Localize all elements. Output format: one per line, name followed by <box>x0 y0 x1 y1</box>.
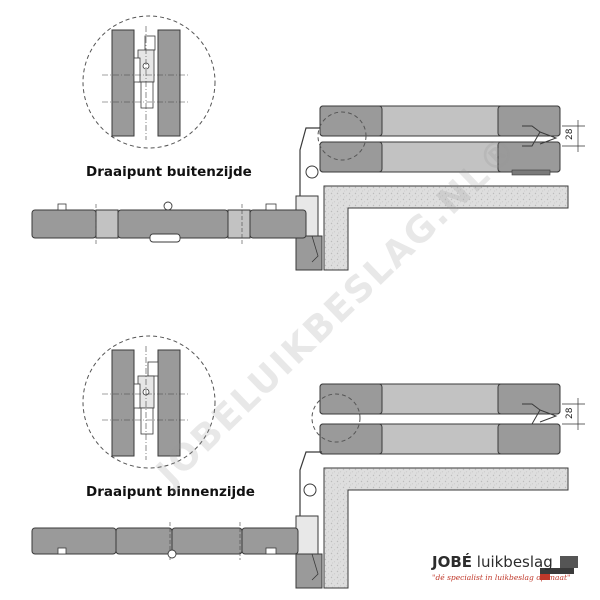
bottom-hinge-assembly <box>295 451 322 555</box>
bottom-zoom-circle <box>82 335 216 469</box>
top-dimension-label: 28 <box>565 128 575 140</box>
top-zoom-circle <box>82 15 216 149</box>
brand-name-rest: luikbeslag <box>472 553 553 571</box>
brand-tagline: "dé specialist in luikbeslag op maat" <box>432 573 570 582</box>
brand-tagline-right: op maat" <box>536 573 571 582</box>
bottom-closed-shutters <box>311 383 561 455</box>
caption-top: Draaipunt buitenzijde <box>86 164 252 180</box>
bottom-detail: 28 <box>31 335 585 589</box>
top-closed-shutters <box>317 105 561 176</box>
brand-name: JOBÉ luikbeslag <box>432 553 553 571</box>
brand-mark-icon <box>540 556 578 580</box>
bottom-wall <box>295 467 569 589</box>
bottom-dimension-label: 28 <box>565 407 575 419</box>
top-dimension: 28 <box>562 120 585 152</box>
brand-name-bold: JOBÉ <box>432 553 473 571</box>
brand-logo: JOBÉ luikbeslag "dé specialist in luikbe… <box>432 553 600 599</box>
caption-bottom: Draaipunt binnenzijde <box>86 484 255 500</box>
bottom-dimension: 28 <box>562 398 585 430</box>
top-wall <box>295 185 569 271</box>
top-detail: 28 <box>31 15 585 271</box>
bottom-open-shutters <box>31 522 299 560</box>
top-open-shutters <box>31 201 307 244</box>
brand-tagline-left: "dé specialist in luikbeslag <box>432 573 534 582</box>
